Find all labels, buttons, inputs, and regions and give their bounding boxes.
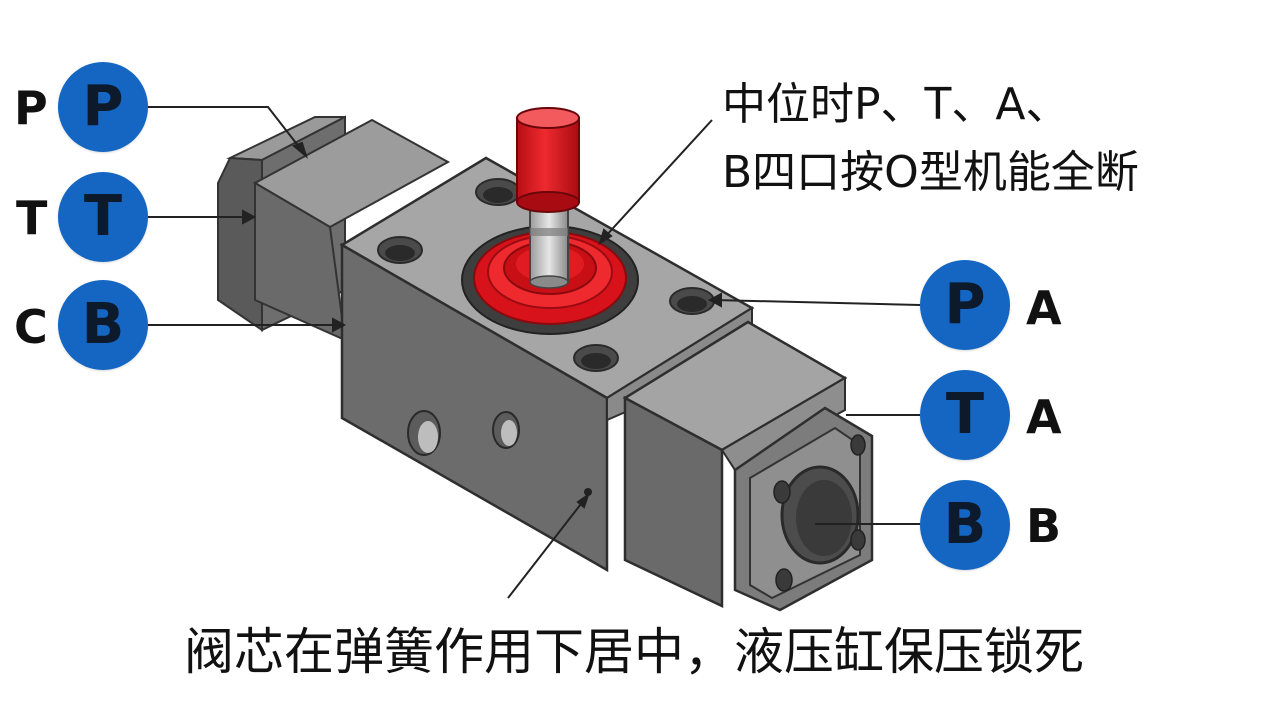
right-port-label-1: A — [1026, 281, 1062, 335]
left-port-badge-2: T — [58, 172, 148, 262]
right-port-badge-3-letter: B — [943, 492, 987, 557]
right-port-label-2: A — [1026, 390, 1062, 444]
caption-leader — [507, 492, 590, 599]
left-port-badge-1: P — [58, 62, 148, 152]
right-port-badge-1: P — [920, 260, 1010, 350]
left-port-badge-3: B — [58, 280, 148, 370]
right-port-badge-2-letter: T — [945, 382, 985, 447]
left-port-label-2: T — [16, 191, 48, 245]
caption: 阀芯在弹簧作用下居中，液压缸保压锁死 — [184, 623, 1084, 681]
right-port-label-3: B — [1026, 499, 1062, 553]
right-leader-lines — [707, 292, 921, 525]
callout-leader — [598, 119, 713, 246]
top-bolt-holes — [377, 178, 715, 372]
right-port-badge-1-letter: P — [944, 272, 986, 337]
left-port-badge-1-letter: P — [82, 74, 124, 139]
left-leader-lines — [148, 106, 347, 333]
left-port-label-3: C — [14, 300, 48, 354]
spool-red-cap — [516, 107, 580, 213]
left-port-badge-3-letter: B — [81, 292, 125, 357]
side-ports — [407, 410, 592, 496]
callout-line-1: 中位时P、T、A、 — [722, 79, 1070, 130]
left-port-label-1: P — [14, 81, 48, 135]
left-port-badge-2-letter: T — [83, 184, 123, 249]
right-collar — [622, 320, 848, 608]
right-port-badge-2: T — [920, 370, 1010, 460]
right-port-badge-3: B — [920, 480, 1010, 570]
right-end-flange — [733, 406, 874, 612]
callout-line-2: B四口按O型机能全断 — [722, 147, 1139, 198]
